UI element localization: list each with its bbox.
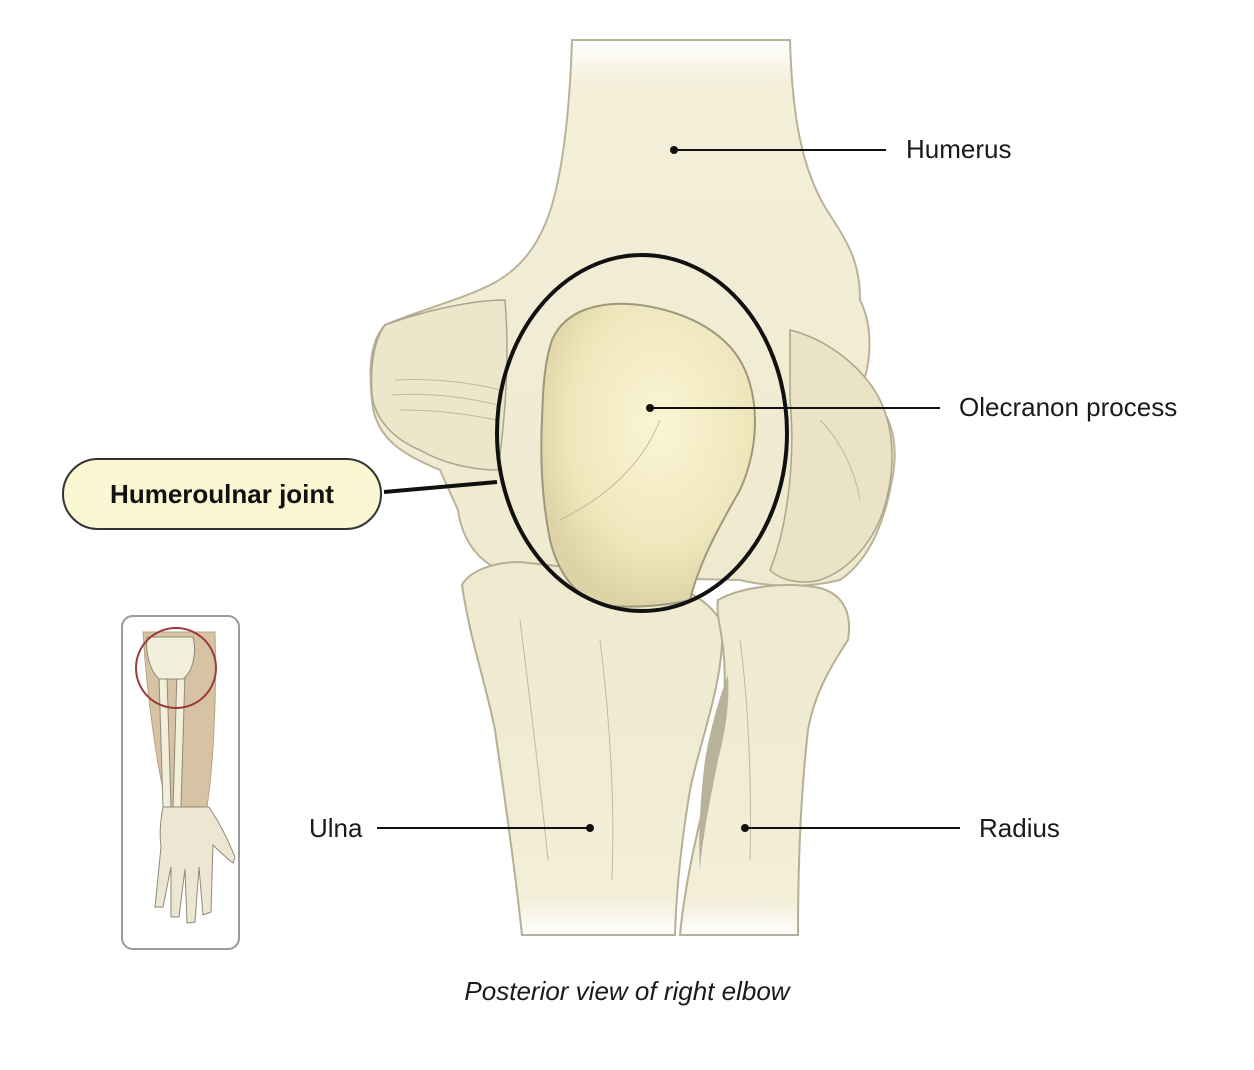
- joint-highlight-circle: [495, 253, 789, 613]
- medial-epicondyle: [370, 299, 508, 471]
- olecranon-dot: [646, 404, 654, 412]
- inset-highlight-circle: [135, 627, 217, 709]
- arm-skeleton-icon: [135, 627, 236, 924]
- ulna-dot: [586, 824, 594, 832]
- ulna-label: Ulna: [309, 813, 363, 843]
- radius-label: Radius: [979, 813, 1060, 843]
- lateral-epicondyle: [769, 329, 893, 583]
- callout-leader: [383, 480, 498, 494]
- arm-locator-inset: [121, 615, 240, 950]
- bone-texture: [391, 378, 861, 881]
- leader-lines: [377, 149, 960, 829]
- olecranon-process: [540, 302, 756, 608]
- humerus-label: Humerus: [906, 134, 1012, 164]
- interosseous-space: [699, 675, 729, 870]
- humerus-dot: [670, 146, 678, 154]
- callout-text: Humeroulnar joint: [110, 478, 334, 509]
- ulna-bone: [460, 560, 724, 936]
- leader-dots: [586, 146, 749, 832]
- figure-caption: Posterior view of right elbow: [464, 976, 790, 1006]
- humeroulnar-joint-callout: Humeroulnar joint: [62, 458, 382, 530]
- olecranon-label: Olecranon process: [959, 392, 1178, 422]
- radius-dot: [741, 824, 749, 832]
